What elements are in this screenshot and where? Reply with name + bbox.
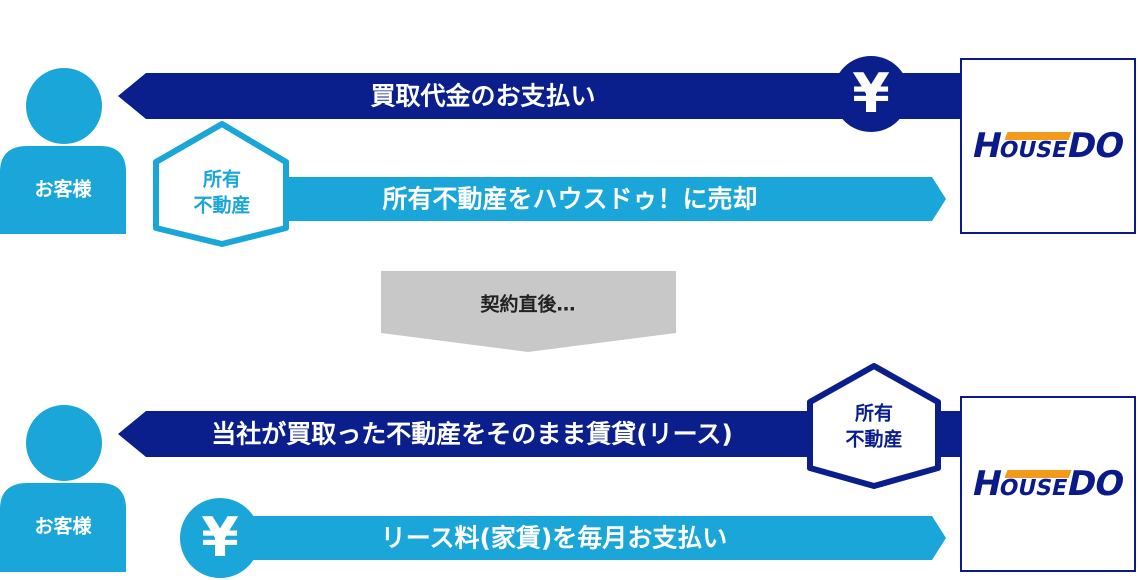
logo-wordmark: HOUSEDO [968,126,1128,166]
yen-icon: ¥ [201,506,239,569]
customer-icon-bottom [0,405,126,572]
transition-arrow [381,271,676,352]
property-badge-label-bottom: 所有 不動産 [845,402,903,450]
lease-arrow [118,411,960,457]
customer-label-bottom: お客様 [34,515,92,538]
sale-arrow [270,177,946,221]
rent-arrow-label: リース料(家賃)を毎月お支払い [380,523,728,553]
yen-circle-top [833,56,909,132]
yen-circle-bottom [180,498,260,578]
transition-label: 契約直後… [480,293,576,316]
property-house-badge-bottom [807,363,941,489]
housedo-logo-bottom: HOUSEDO [960,396,1136,572]
property-badge-label-top: 所有 不動産 [193,168,251,216]
sale-arrow-label: 所有不動産をハウスドゥ！に売却 [382,184,758,214]
rent-arrow [250,516,946,560]
customer-icon-top [0,68,126,234]
customer-label-top: お客様 [34,178,92,201]
property-house-badge-top [153,121,289,247]
yen-icon: ¥ [852,62,890,125]
lease-arrow-label: 当社が買取った不動産をそのまま賃貸(リース) [211,419,733,449]
housedo-logo-top: HOUSEDO [960,58,1136,234]
logo-wordmark: HOUSEDO [968,464,1128,504]
payment-arrow [118,73,960,119]
payment-arrow-label: 買取代金のお支払い [370,81,596,111]
